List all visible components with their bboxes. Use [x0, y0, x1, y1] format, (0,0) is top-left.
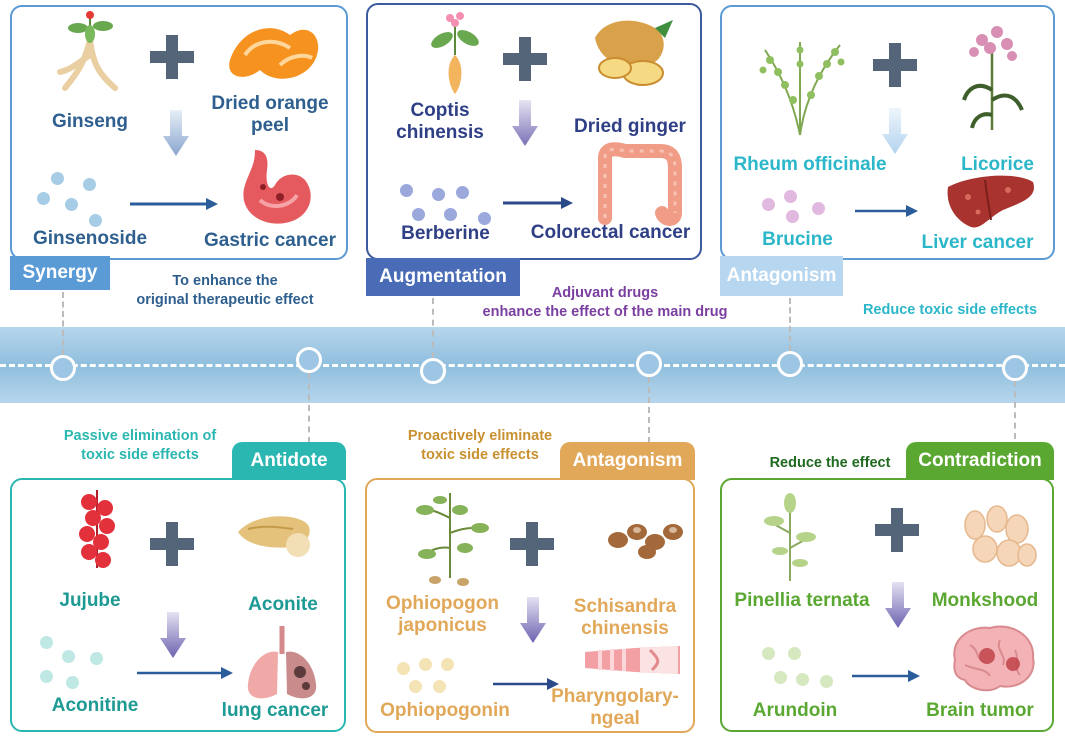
herb-pinellia-ternata: Pinellia ternata	[734, 590, 870, 611]
tag-contradiction: Contradiction	[906, 442, 1054, 480]
stomach-icon	[243, 150, 311, 224]
ginger-icon	[595, 20, 673, 86]
herb-monkshood: Monkshood	[931, 590, 1039, 611]
jujube-icon	[79, 490, 115, 568]
compound-brucine: Brucine	[762, 229, 833, 250]
herb-rheum-officinale: Rheum officinale	[733, 154, 887, 175]
disease-pharyngolaryngeal: Pharyngolary-ngeal	[551, 686, 679, 729]
disease-colorectal-cancer: Colorectal cancer	[530, 222, 691, 243]
tag-antidote: Antidote	[232, 442, 346, 480]
timeline-node-antagonism-bottom	[636, 351, 662, 377]
connector	[432, 298, 434, 358]
disease-liver-cancer: Liver cancer	[921, 232, 1034, 253]
note-contradiction: Reduce the effect	[769, 455, 891, 471]
orange-peel-icon	[229, 28, 319, 79]
compound-berberine: Berberine	[401, 223, 490, 244]
compound-dots	[760, 190, 840, 250]
plus-icon	[873, 43, 917, 87]
plus-icon	[150, 522, 194, 566]
licorice-icon	[962, 26, 1024, 130]
timeline-dashes	[0, 364, 1065, 367]
compound-ophiopogonin: Ophiopogonin	[380, 700, 510, 721]
timeline-node-contradiction	[1002, 355, 1028, 381]
right-arrow-icon	[852, 670, 920, 682]
herb-aconite: Aconite	[248, 594, 318, 615]
tag-synergy: Synergy	[10, 256, 110, 290]
right-arrow-icon	[855, 205, 918, 217]
disease-lung-cancer: lung cancer	[221, 700, 329, 721]
colon-icon	[598, 142, 682, 226]
compound-dots	[760, 645, 840, 705]
compound-aconitine: Aconitine	[51, 695, 139, 716]
lungs-icon	[247, 626, 317, 699]
aconite-icon	[238, 516, 310, 557]
timeline-node-augmentation	[420, 358, 446, 384]
down-arrow-icon	[512, 100, 538, 146]
compound-arundoin: Arundoin	[752, 700, 838, 721]
compound-dots	[38, 636, 118, 696]
ophiopogon-icon	[416, 493, 489, 586]
connector	[789, 298, 791, 351]
pharynx-icon	[585, 646, 680, 674]
compound-dots	[398, 184, 491, 244]
compound-ginsenoside: Ginsenoside	[32, 228, 148, 249]
schisandra-icon	[608, 524, 683, 559]
disease-gastric-cancer: Gastric cancer	[203, 230, 337, 251]
plus-icon	[875, 508, 919, 552]
tag-antagonism-top: Antagonism	[720, 256, 843, 296]
disease-brain-tumor: Brain tumor	[926, 700, 1034, 721]
connector	[62, 292, 64, 355]
down-arrow-icon	[885, 582, 911, 628]
panel-antagonism-top	[720, 5, 1055, 260]
down-arrow-icon	[163, 110, 189, 156]
tag-antagonism-bottom: Antagonism	[560, 442, 695, 480]
right-arrow-icon	[137, 667, 233, 679]
plus-icon	[503, 37, 547, 81]
liver-icon	[947, 175, 1034, 228]
herb-dried-ginger: Dried ginger	[574, 116, 686, 137]
down-arrow-icon	[160, 612, 186, 658]
compound-dots	[35, 170, 115, 230]
tag-augmentation: Augmentation	[366, 258, 520, 296]
down-arrow-icon	[520, 597, 546, 643]
timeline-node-antagonism-top	[777, 351, 803, 377]
right-arrow-icon	[493, 678, 559, 690]
herb-ginseng: Ginseng	[51, 111, 128, 132]
rheum-icon	[759, 42, 845, 136]
connector	[308, 373, 310, 443]
connector	[1014, 381, 1016, 439]
monkshood-icon	[964, 505, 1037, 567]
ginseng-icon	[57, 11, 118, 91]
timeline-node-synergy	[50, 355, 76, 381]
note-antagonism-top: Reduce toxic side effects	[862, 302, 1038, 318]
coptis-icon	[431, 12, 479, 94]
herb-jujube: Jujube	[59, 590, 121, 611]
right-arrow-icon	[130, 198, 218, 210]
plus-icon	[150, 35, 194, 79]
pinellia-icon	[764, 493, 816, 581]
connector	[648, 377, 650, 443]
brain-icon	[953, 625, 1035, 692]
plus-icon	[510, 522, 554, 566]
down-arrow-icon	[882, 108, 908, 154]
compound-dots	[395, 656, 475, 716]
timeline-node-antidote	[296, 347, 322, 373]
right-arrow-icon	[503, 197, 573, 209]
herb-licorice: Licorice	[961, 154, 1034, 175]
